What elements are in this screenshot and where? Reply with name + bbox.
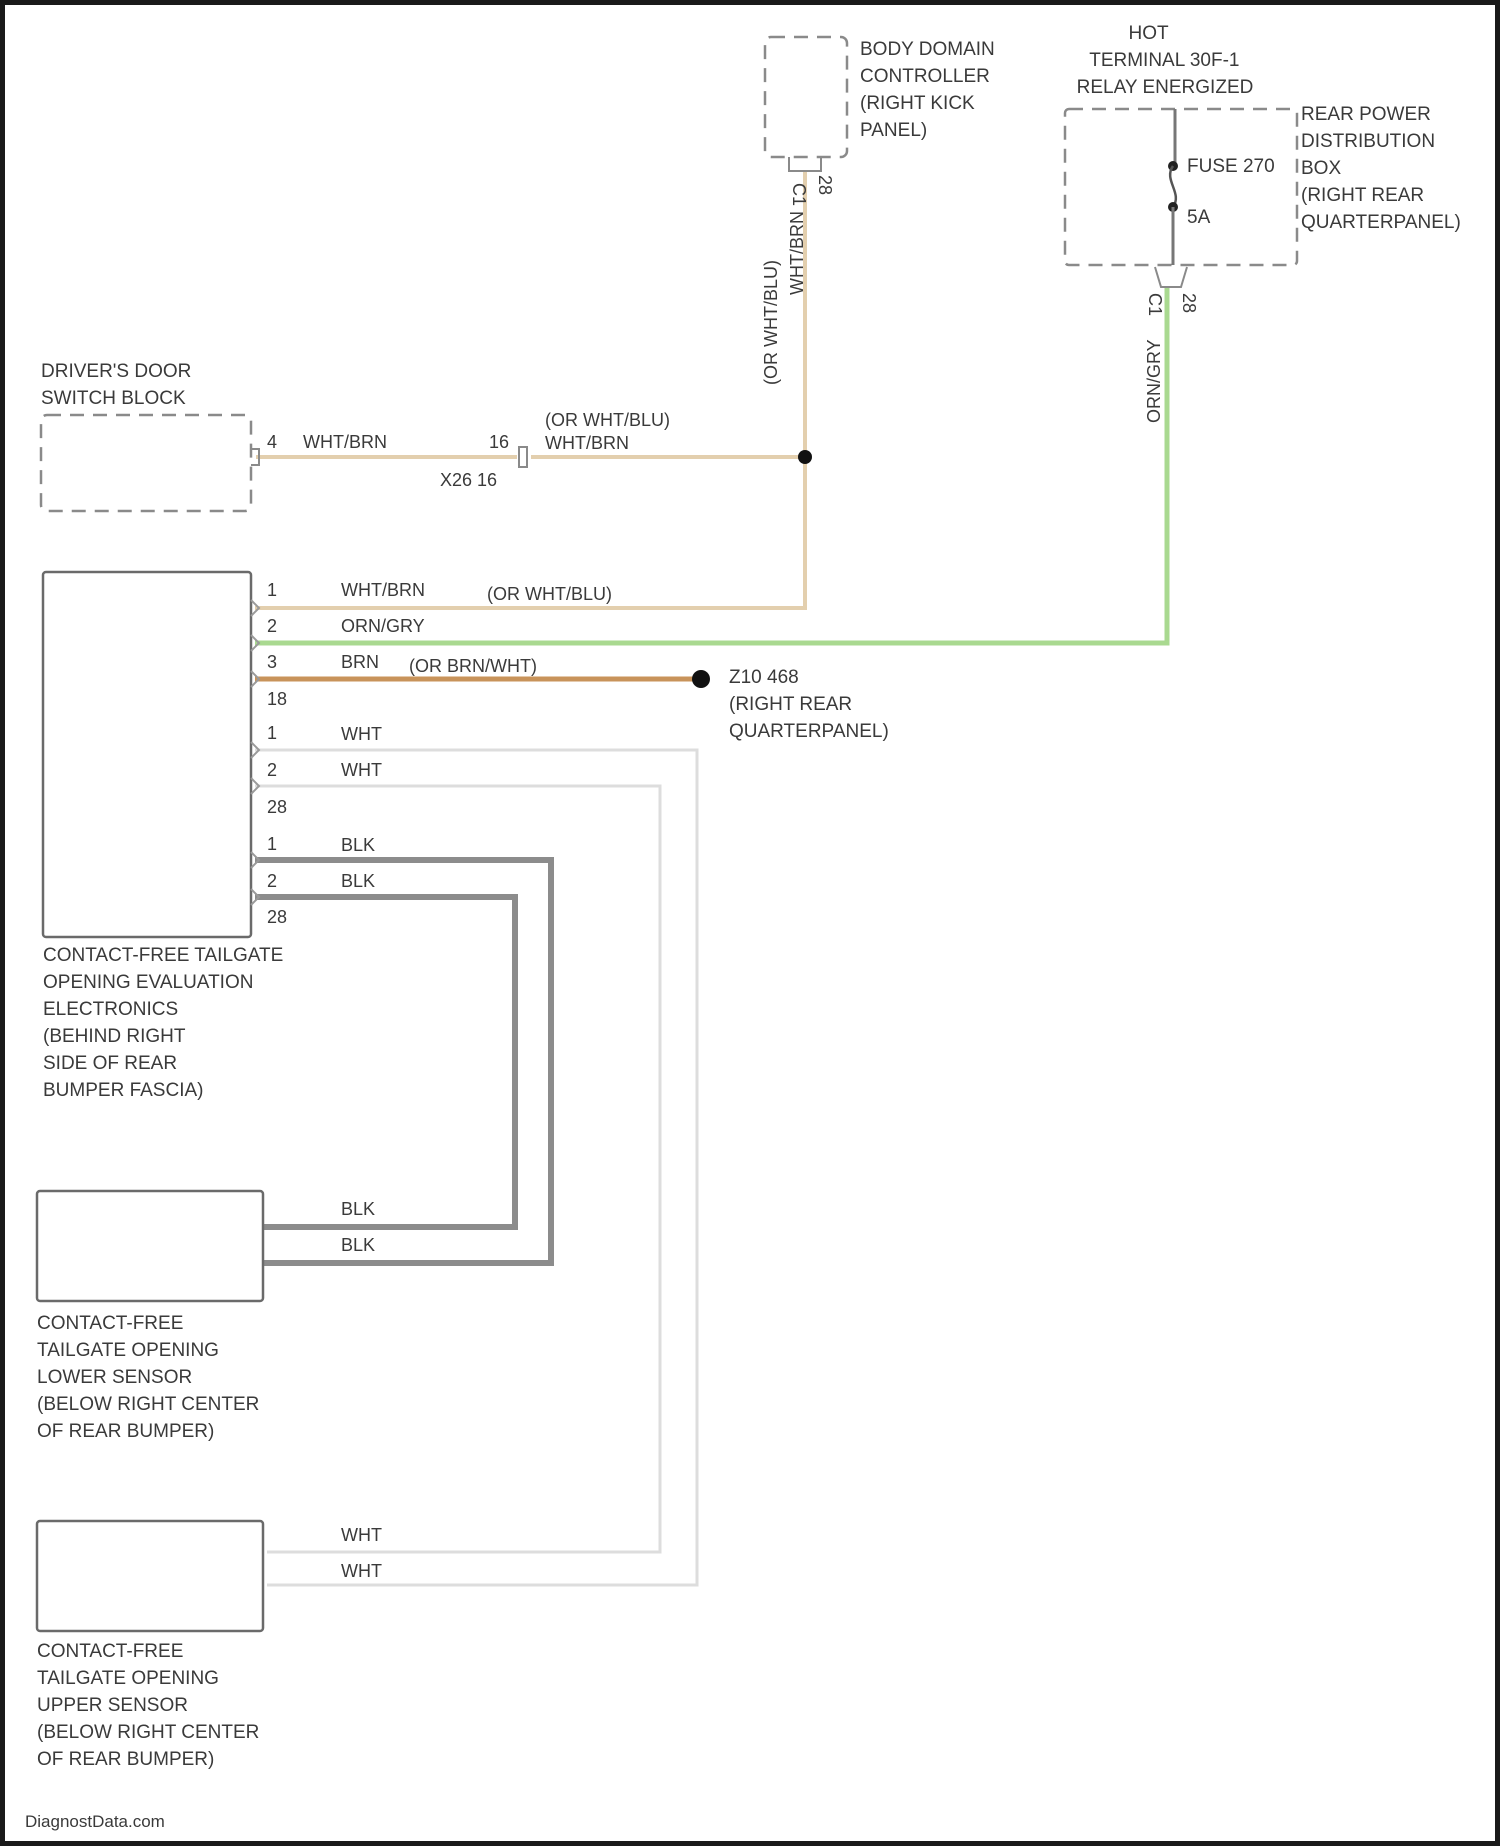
c3-pin-28: 28 [267,907,287,927]
c3-wire-1-label: BLK [341,835,375,855]
cfte-label: CONTACT-FREE TAILGATE OPENING EVALUATION… [43,945,289,1101]
rpdb-connector [1155,267,1187,287]
bdc-box [765,37,847,157]
rpdb-pin-28: 28 [1179,293,1199,313]
inline-pin: 16 [489,432,509,452]
rpdb-wire-label: ORN/GRY [1144,339,1164,423]
c2-pin-1: 1 [267,723,277,743]
c2-pin2-wire [255,786,660,1552]
rpdb-pin-c1: C1 [1145,293,1165,316]
rpdb-box [1065,109,1297,265]
fuse-icon [1170,166,1176,207]
bdc-label: BODY DOMAIN CONTROLLER (RIGHT KICK PANEL… [860,39,1000,141]
c3-wire-2-label: BLK [341,871,375,891]
ground-label: Z10 468 (RIGHT REAR QUARTERPANEL) [729,667,889,742]
c1-pin-18: 18 [267,689,287,709]
c3-pin-2: 2 [267,871,277,891]
rpdb-label: REAR POWER DISTRIBUTION BOX (RIGHT REAR … [1301,104,1461,233]
c2-pin-2: 2 [267,760,277,780]
c1-wire-2-label: ORN/GRY [341,616,425,636]
c1-wire-3-alt-label: (OR BRN/WHT) [409,656,537,676]
upper-wire-2-label: WHT [341,1561,382,1581]
c1-wire-1-label: WHT/BRN [341,580,425,600]
inline-connector-label: X26 16 [440,470,497,490]
lower-sensor-label: CONTACT-FREE TAILGATE OPENING LOWER SENS… [37,1313,265,1442]
bdc-wire-label: (OR WHT/BLU) WHT/BRN [761,211,807,385]
lower-wire-2-label: BLK [341,1235,375,1255]
upper-sensor-box [37,1521,263,1631]
cfte-box [43,572,251,937]
bdc-pin-28: 28 [815,175,835,195]
ground-dot [692,670,710,688]
c2-pin-28: 28 [267,797,287,817]
c2-wire-2-label: WHT [341,760,382,780]
splice-dot [798,450,812,464]
dsb-box [41,415,251,511]
c3-pin-1: 1 [267,834,277,854]
fuse-label: FUSE 270 [1187,156,1275,177]
wiring-diagram: BODY DOMAIN CONTROLLER (RIGHT KICK PANEL… [5,5,1495,1841]
upper-wire-1-label: WHT [341,1525,382,1545]
inline-wire-label: (OR WHT/BLU) WHT/BRN [545,410,675,453]
dsb-label: DRIVER'S DOOR SWITCH BLOCK [41,361,197,409]
c3-pin1-wire [255,860,551,1263]
lower-sensor-box [37,1191,263,1301]
c1-pin-1: 1 [267,580,277,600]
c2-wire-1-label: WHT [341,724,382,744]
c1-wire-1-alt-label: (OR WHT/BLU) [487,584,612,604]
hot-label: HOT TERMINAL 30F-1 RELAY ENERGIZED [1077,23,1254,98]
footer-watermark: DiagnostData.com [25,1812,165,1831]
upper-sensor-label: CONTACT-FREE TAILGATE OPENING UPPER SENS… [37,1641,265,1770]
fuse-rating: 5A [1187,207,1211,228]
c2-pin1-wire [255,750,697,1585]
c1-pin-3: 3 [267,652,277,672]
dsb-pin: 4 [267,432,277,452]
inline-connector [519,447,527,467]
c3-pin2-wire [255,897,515,1227]
dsb-wire-label: WHT/BRN [303,432,387,452]
c1-pin-2: 2 [267,616,277,636]
lower-wire-1-label: BLK [341,1199,375,1219]
bdc-connector [789,157,821,171]
c1-wire-3-label: BRN [341,652,379,672]
bdc-pin-c1: C1 [789,183,809,206]
